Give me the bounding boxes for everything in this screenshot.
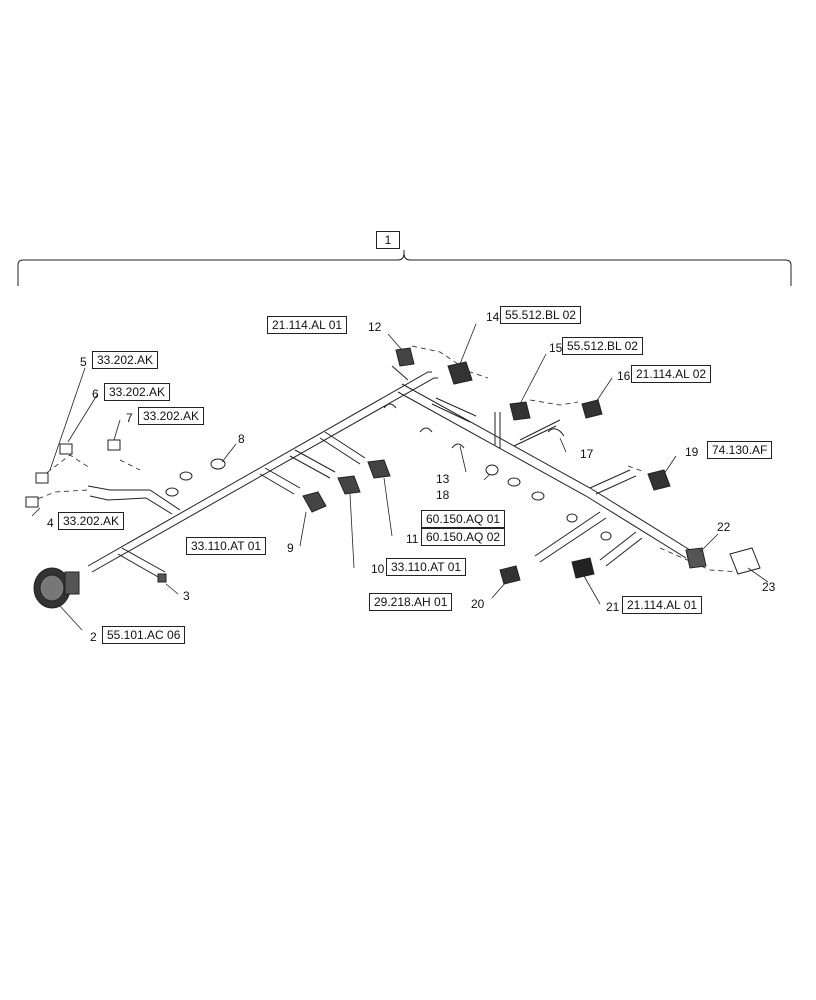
reference-11a: 60.150.AQ 01	[421, 510, 506, 528]
connector-11	[367, 459, 391, 479]
callout-2: 2	[90, 630, 97, 644]
connector-6	[59, 443, 73, 455]
assembly-bracket	[17, 250, 792, 286]
callout-15: 15	[549, 341, 563, 355]
connector-7	[107, 439, 121, 451]
callout-18: 18	[436, 488, 450, 502]
callout-4: 4	[47, 516, 54, 530]
reference-10: 33.110.AT 01	[386, 558, 467, 576]
connector-12	[395, 347, 415, 367]
callout-20: 20	[471, 597, 485, 611]
connector-9	[302, 491, 327, 513]
reference-7: 33.202.AK	[138, 407, 205, 425]
callout-22: 22	[717, 520, 731, 534]
callout-5: 5	[80, 355, 87, 369]
callout-12: 12	[368, 320, 382, 334]
reference-15: 55.512.BL 02	[562, 337, 643, 355]
callout-6: 6	[92, 387, 99, 401]
callout-3: 3	[183, 589, 190, 603]
callout-19: 19	[685, 445, 699, 459]
callout-23: 23	[762, 580, 776, 594]
callout-21: 21	[606, 600, 620, 614]
connector-23	[729, 547, 761, 575]
connector-22	[685, 547, 707, 569]
connector-3	[157, 573, 167, 583]
reference-11b: 60.150.AQ 02	[421, 528, 506, 546]
callout-9: 9	[287, 541, 294, 555]
callout-11: 11	[406, 532, 419, 546]
callout-10: 10	[371, 562, 385, 576]
connector-20	[499, 565, 521, 585]
connector-19	[647, 469, 671, 491]
connector-10	[337, 475, 361, 495]
reference-5: 33.202.AK	[92, 351, 159, 369]
connector-14	[447, 361, 473, 385]
dashed-lines	[29, 345, 741, 573]
connector-2	[33, 567, 80, 609]
assembly-number-box: 1	[376, 231, 400, 249]
reference-19: 74.130.AF	[707, 441, 773, 459]
reference-9: 33.110.AT 01	[186, 537, 267, 555]
callout-14: 14	[486, 310, 500, 324]
reference-20: 29.218.AH 01	[369, 593, 453, 611]
callout-17: 17	[580, 447, 594, 461]
reference-4: 33.202.AK	[58, 512, 125, 530]
harness-branches	[87, 365, 643, 579]
connector-5	[35, 472, 49, 484]
callout-8: 8	[238, 432, 245, 446]
reference-16: 21.114.AL 02	[631, 365, 712, 383]
connector-16	[581, 399, 603, 419]
callout-7: 7	[126, 411, 133, 425]
callout-13: 13	[436, 472, 450, 486]
reference-6: 33.202.AK	[104, 383, 171, 401]
callout-16: 16	[617, 369, 631, 383]
connector-4	[25, 496, 39, 508]
connector-21	[571, 557, 595, 579]
connector-15	[509, 401, 531, 421]
harness-clips	[165, 403, 612, 541]
reference-2: 55.101.AC 06	[102, 626, 186, 644]
reference-21: 21.114.AL 01	[622, 596, 703, 614]
reference-12: 21.114.AL 01	[267, 316, 348, 334]
reference-14: 55.512.BL 02	[500, 306, 581, 324]
leader-lines	[31, 323, 769, 631]
